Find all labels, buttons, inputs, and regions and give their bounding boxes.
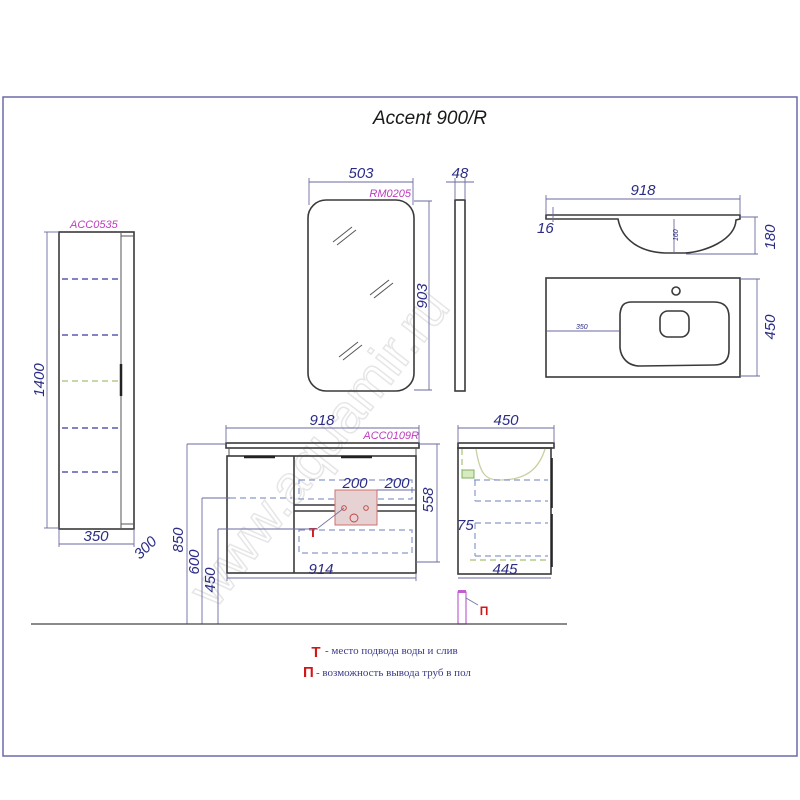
basin-rim-thickness: 16 [537, 220, 554, 237]
pencil-case: ACC0535 1400 350 300 [31, 219, 161, 563]
mirror-code: RM0205 [369, 188, 411, 200]
floor-pipe [457, 591, 467, 625]
siphon-icon [461, 469, 475, 479]
cabinet-side-view: 75 450 445 П [457, 412, 555, 625]
pencil-case-height: 1400 [31, 363, 48, 397]
mirror: 503 RM0205 903 48 [307, 165, 474, 392]
water-inlet-icon [341, 505, 347, 511]
mount-height-drawer: 600 [186, 549, 203, 575]
drawing-frame [2, 96, 798, 757]
legend-symbol-supply: T [311, 644, 320, 661]
pencil-case-depth: 300 [131, 533, 161, 563]
mirror-glare-icon [332, 226, 394, 361]
floor-pipe-cap [458, 590, 466, 593]
pencil-case-width: 350 [83, 528, 109, 545]
mirror-height: 903 [414, 283, 431, 309]
basin-top-view: 350 450 [545, 277, 779, 378]
legend-text-supply: - место подвода воды и слив [325, 645, 458, 657]
basin-depth: 450 [762, 314, 779, 340]
basin-bowl-depth: 160 [673, 229, 680, 241]
floor-pipe-marker: П [480, 604, 489, 618]
cabinet-height: 558 [420, 487, 437, 513]
mount-height-supply: 450 [202, 567, 219, 593]
mirror-depth: 48 [452, 165, 469, 182]
cabinet-front-view: 200 200 T ACC0109R 918 914 558 850 600 4… [170, 412, 440, 624]
basin-total-height: 180 [762, 224, 779, 250]
side-bottom-depth: 445 [492, 561, 518, 578]
mirror-width: 503 [348, 165, 374, 182]
basin-width: 918 [630, 182, 656, 199]
plumbing-offset-right: 200 [383, 475, 410, 492]
basin-offset: 350 [576, 324, 588, 331]
basin-top-outline [545, 277, 741, 378]
water-inlet-icon [363, 505, 369, 511]
basin-profile [545, 214, 741, 254]
mount-height-total: 850 [170, 527, 187, 553]
side-body [457, 447, 552, 575]
pencil-case-code: ACC0535 [69, 219, 119, 231]
basin-bowl [619, 301, 730, 367]
cabinet-top-width: 918 [309, 412, 335, 429]
cabinet-bottom-width: 914 [308, 561, 333, 578]
side-offset: 75 [457, 517, 474, 534]
cabinet-body [226, 455, 417, 574]
cabinet-code: ACC0109R [362, 430, 419, 442]
pencil-case-body [58, 231, 135, 530]
legend-symbol-floor: П [303, 664, 314, 681]
drawer-outline [298, 529, 413, 554]
drawer-outline [298, 479, 413, 500]
mirror-body [307, 199, 415, 392]
drain-icon [659, 310, 690, 338]
basin-side-view: 918 16 160 180 [537, 182, 779, 255]
drain-outlet-icon [349, 513, 359, 523]
side-top-depth: 450 [493, 412, 519, 429]
supply-marker: T [309, 525, 317, 540]
faucet-hole-icon [671, 286, 681, 296]
legend: T - место подвода воды и слив П - возмож… [303, 644, 471, 681]
basin-bowl-profile [475, 448, 546, 481]
legend-text-floor: - возможность вывода труб в пол [316, 667, 471, 679]
drawing-title: Accent 900/R [372, 108, 487, 129]
mirror-side-profile [454, 199, 466, 392]
cabinet-countertop [225, 442, 420, 449]
plumbing-offset-left: 200 [341, 475, 368, 492]
